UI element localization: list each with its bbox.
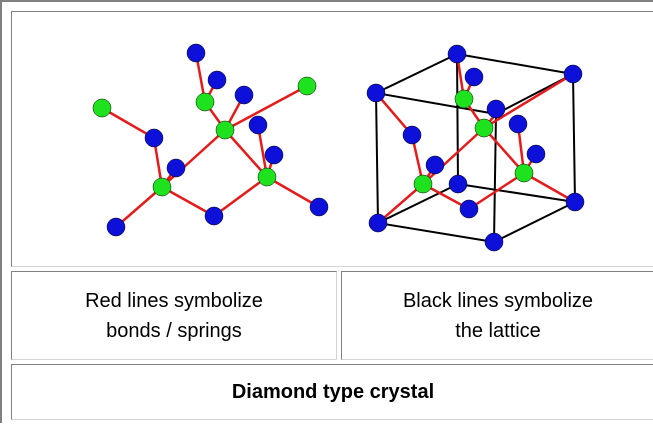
blue-atom xyxy=(368,213,388,233)
blue-atom xyxy=(366,83,386,103)
green-atom xyxy=(514,163,534,183)
bond-line xyxy=(377,183,424,224)
blue-atom xyxy=(248,115,268,135)
bond-line xyxy=(468,171,525,211)
lattice-caption-cell: Black lines symbolize the lattice xyxy=(341,271,653,360)
blue-atom xyxy=(563,64,583,84)
blue-atom xyxy=(234,85,254,105)
blue-atom xyxy=(207,70,227,90)
bond-line xyxy=(161,129,226,188)
lattice-atoms xyxy=(366,44,585,252)
lattice-line xyxy=(572,73,576,203)
bond-line xyxy=(213,175,268,218)
bond-line xyxy=(224,84,308,132)
lattice-line xyxy=(375,92,379,224)
lattice-line xyxy=(493,113,497,243)
blue-atom xyxy=(526,144,546,164)
green-atom xyxy=(215,120,235,140)
bond-line xyxy=(101,106,155,140)
blue-atom xyxy=(309,197,329,217)
green-atom xyxy=(454,89,474,109)
lattice-line xyxy=(377,222,495,243)
blue-atom xyxy=(264,145,284,165)
lattice-line xyxy=(456,53,459,185)
blue-atom xyxy=(447,44,467,64)
blue-atom xyxy=(144,128,164,148)
green-atom xyxy=(92,98,112,118)
lattice-line xyxy=(375,53,458,94)
blue-atom xyxy=(402,125,422,145)
blue-atom xyxy=(484,232,504,252)
blue-atom xyxy=(106,217,126,237)
bond-line xyxy=(115,186,163,228)
green-atom xyxy=(195,92,215,112)
blue-atom xyxy=(486,99,506,119)
lattice-cube xyxy=(375,53,576,243)
bond-line xyxy=(266,175,320,209)
lattice-line xyxy=(375,92,497,115)
blue-atom xyxy=(464,67,484,87)
blue-atom xyxy=(166,158,186,178)
lattice-caption: Black lines symbolize the lattice xyxy=(402,289,594,342)
blue-atom xyxy=(565,192,585,212)
bond-line xyxy=(422,127,485,185)
diagram-title: Diamond type crystal xyxy=(231,381,435,403)
bonds-caption-cell: Red lines symbolize bonds / springs xyxy=(11,271,337,360)
green-atom xyxy=(152,177,172,197)
bond-line xyxy=(224,129,268,178)
lattice-line xyxy=(377,183,459,224)
bond-line xyxy=(483,127,525,174)
blue-atom xyxy=(459,199,479,219)
blue-atom xyxy=(448,174,468,194)
bonds-caption: Red lines symbolize bonds / springs xyxy=(85,289,263,342)
green-atom xyxy=(474,118,494,138)
lattice-line xyxy=(457,183,576,203)
diagram-cell xyxy=(11,11,653,267)
bond-line xyxy=(161,185,215,218)
green-atom xyxy=(297,76,317,96)
blue-atom xyxy=(425,155,445,175)
green-atom xyxy=(413,174,433,194)
blue-atom xyxy=(204,206,224,226)
lattice-line xyxy=(456,53,574,75)
bond-line xyxy=(483,72,574,130)
title-cell: Diamond type crystal xyxy=(11,364,653,420)
blue-atom xyxy=(186,43,206,63)
bond-line xyxy=(523,171,576,204)
green-atom xyxy=(257,167,277,187)
bond-structure-atoms xyxy=(92,43,329,237)
blue-atom xyxy=(508,114,528,134)
lattice-line xyxy=(493,201,576,243)
